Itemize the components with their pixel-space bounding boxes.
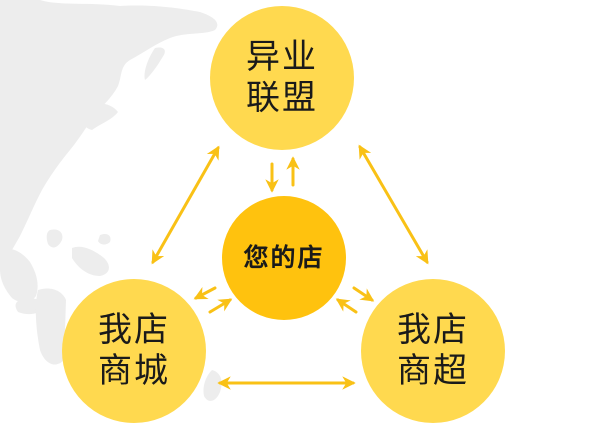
node-right-line2: 商超	[397, 351, 469, 391]
node-top-line1: 异业	[246, 37, 318, 78]
arrow-center-to-right	[352, 286, 375, 302]
node-right-line1: 我店	[397, 310, 469, 351]
arrow-top-left	[151, 145, 220, 265]
arrow-left-to-center	[208, 298, 233, 314]
node-top-line2: 联盟	[246, 78, 318, 118]
node-center-label: 您的店	[243, 243, 325, 272]
node-left-line1: 我店	[98, 310, 170, 351]
arrow-center-to-left	[193, 286, 217, 300]
arrow-top-right	[358, 144, 429, 265]
node-my-store-supermarket: 我店 商超	[361, 279, 505, 423]
node-cross-industry-alliance: 异业 联盟	[210, 6, 354, 150]
node-your-store: 您的店	[222, 196, 346, 320]
node-my-store-mall: 我店 商城	[62, 279, 206, 423]
node-left-line2: 商城	[98, 351, 170, 391]
arrow-right-to-center	[335, 298, 358, 314]
